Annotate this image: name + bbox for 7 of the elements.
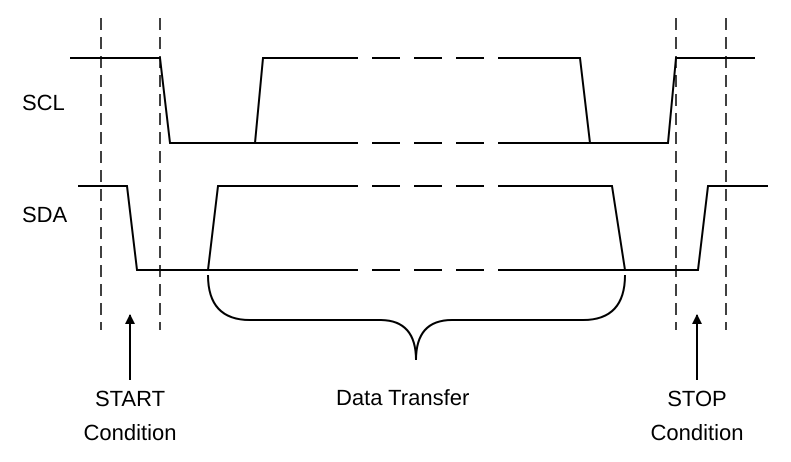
arrow — [125, 314, 135, 380]
condition-label: START Condition — [65, 382, 195, 450]
condition-label: STOP Condition — [632, 382, 762, 450]
arrow — [692, 314, 702, 380]
signal-name: SDA — [22, 202, 68, 228]
bracket-label: Data Transfer — [336, 385, 470, 411]
signal-name: SCL — [22, 90, 65, 116]
